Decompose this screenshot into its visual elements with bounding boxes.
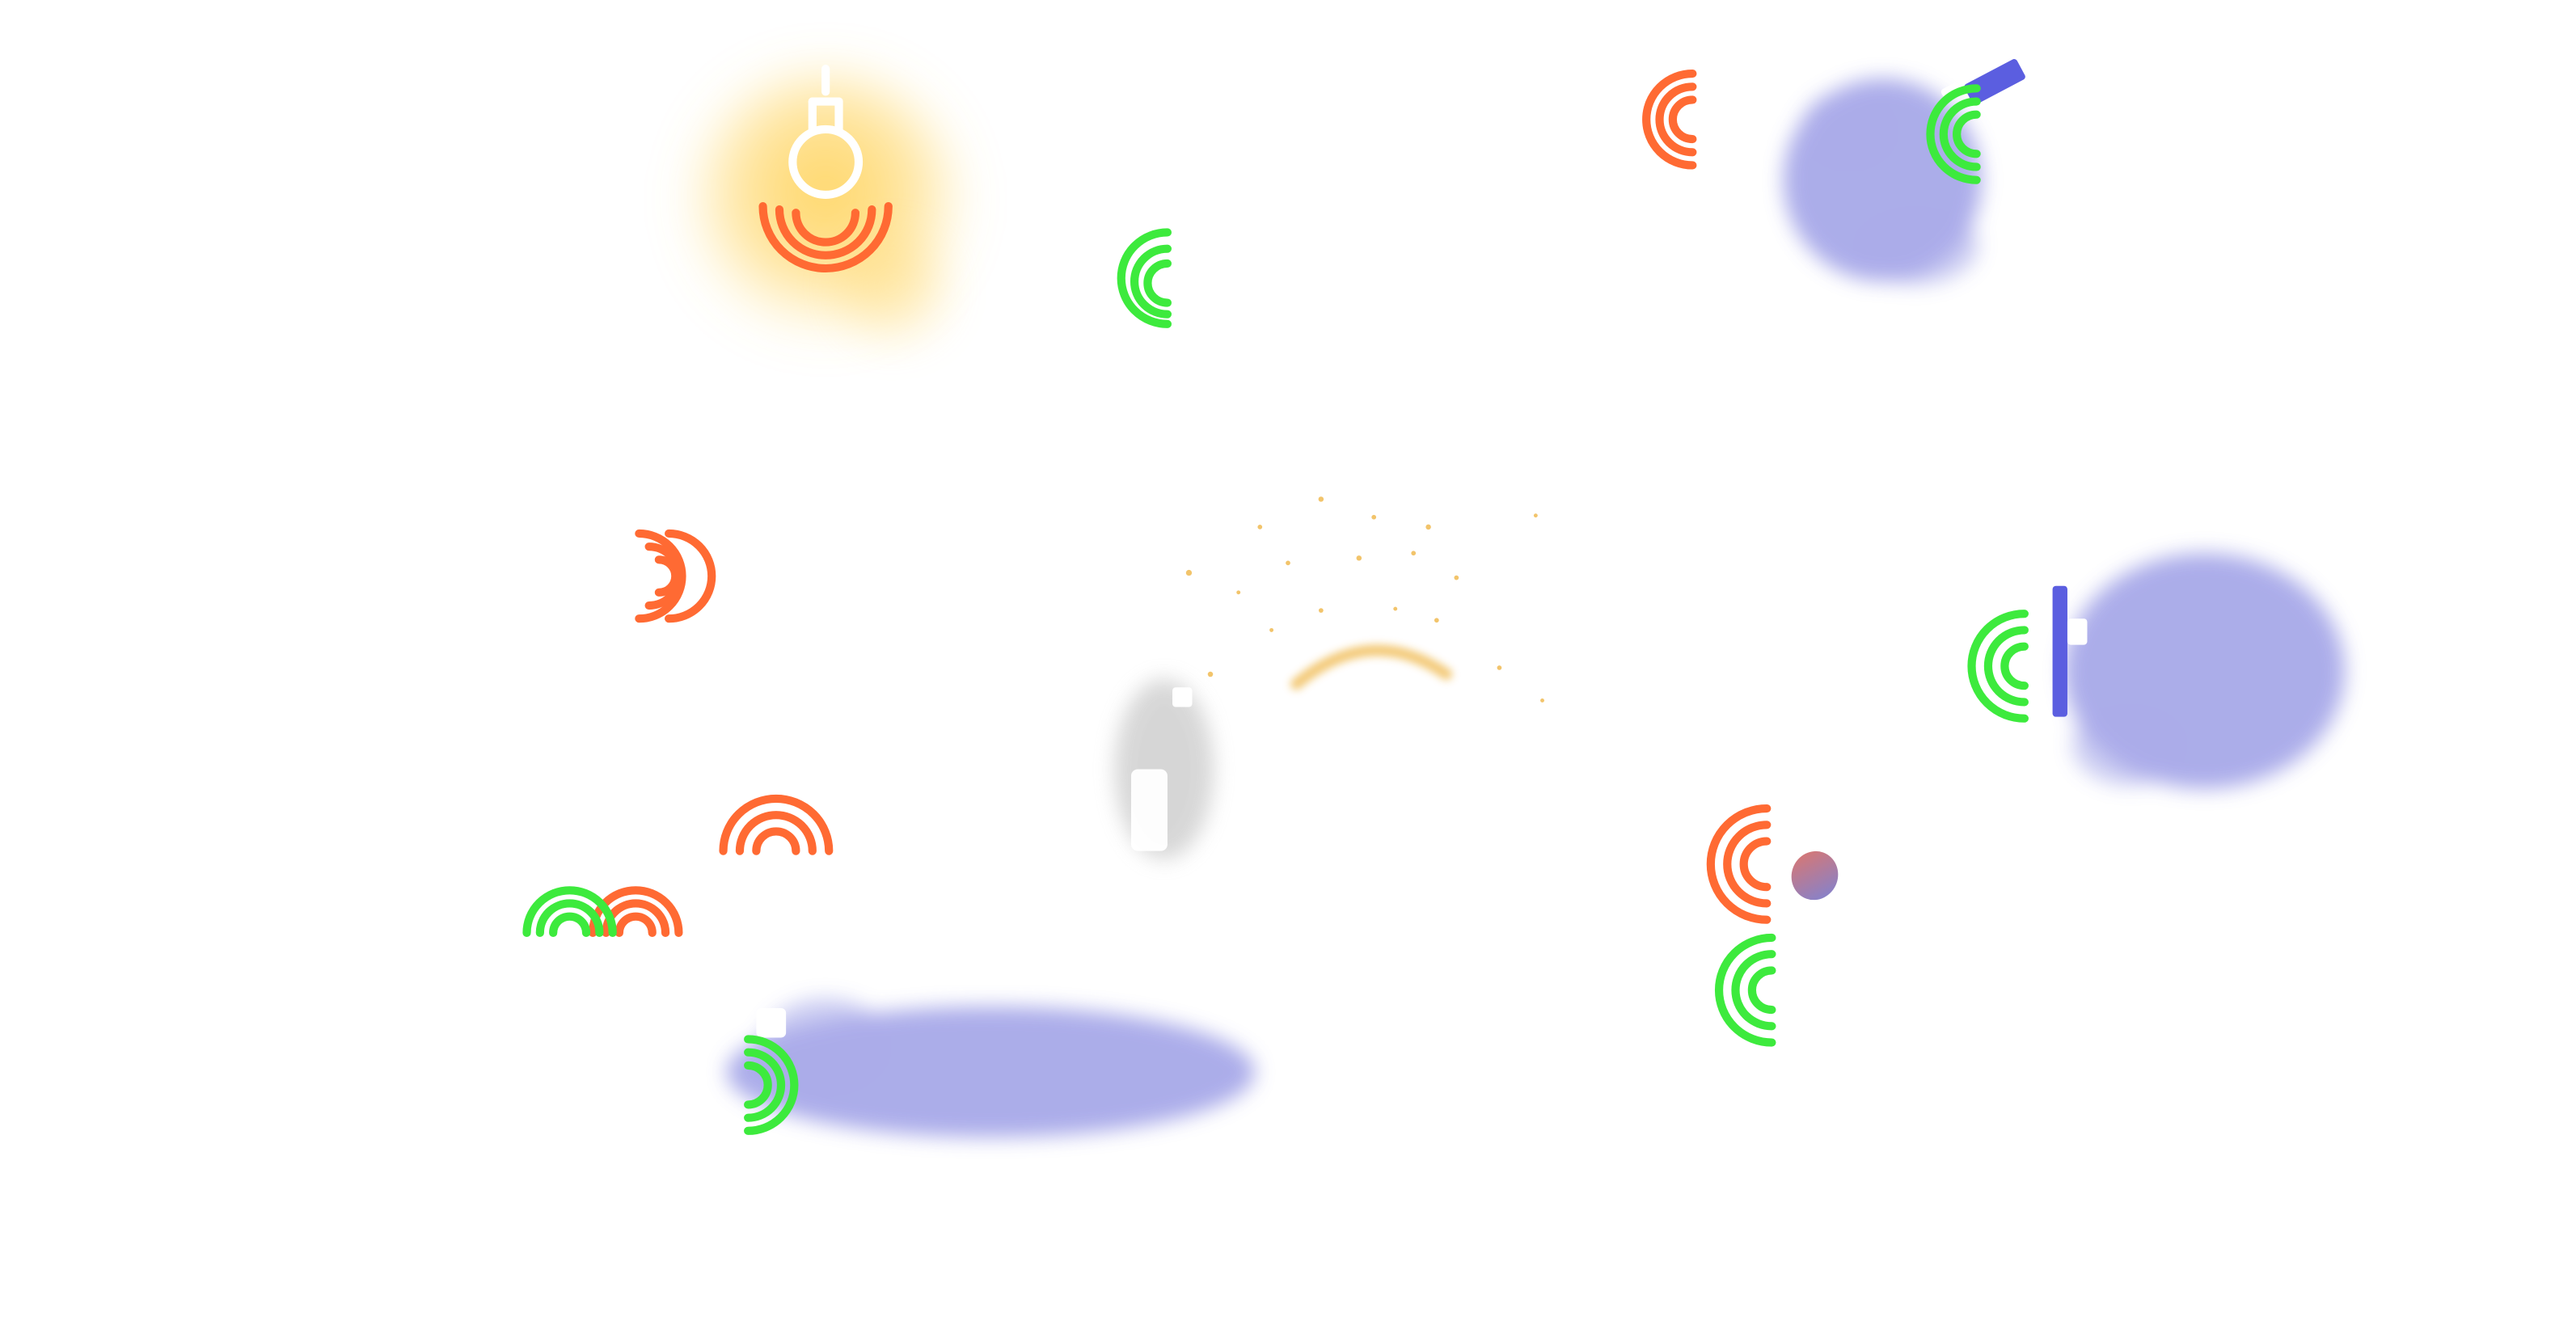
wall-device-top (1783, 59, 2025, 285)
wall-device-right (2052, 553, 2346, 789)
signal-wave-orange-3 (635, 529, 716, 623)
signal-wave-green-4 (1715, 933, 1776, 1047)
signal-wave-green-2 (1926, 84, 1981, 184)
lamp-glow (690, 70, 961, 340)
ghost-device (1114, 679, 1214, 859)
signal-wave-green-6 (744, 1035, 799, 1135)
lightbulb-icon (788, 64, 864, 199)
signal-wave-orange-4 (719, 794, 834, 855)
motion-sensor-icon (1791, 850, 1839, 901)
ambient-particles (1185, 496, 1544, 703)
signal-wave-orange-2 (1642, 70, 1697, 170)
sunrise-icon (1290, 644, 1453, 690)
signal-wave-green-1 (1117, 228, 1172, 328)
signal-wave-orange-1 (758, 202, 893, 273)
signal-wave-green-5 (522, 886, 617, 937)
signal-wave-green-3 (1967, 610, 2029, 723)
signal-wave-orange-6 (1706, 804, 1772, 924)
floor-device-bottom (726, 998, 1256, 1137)
